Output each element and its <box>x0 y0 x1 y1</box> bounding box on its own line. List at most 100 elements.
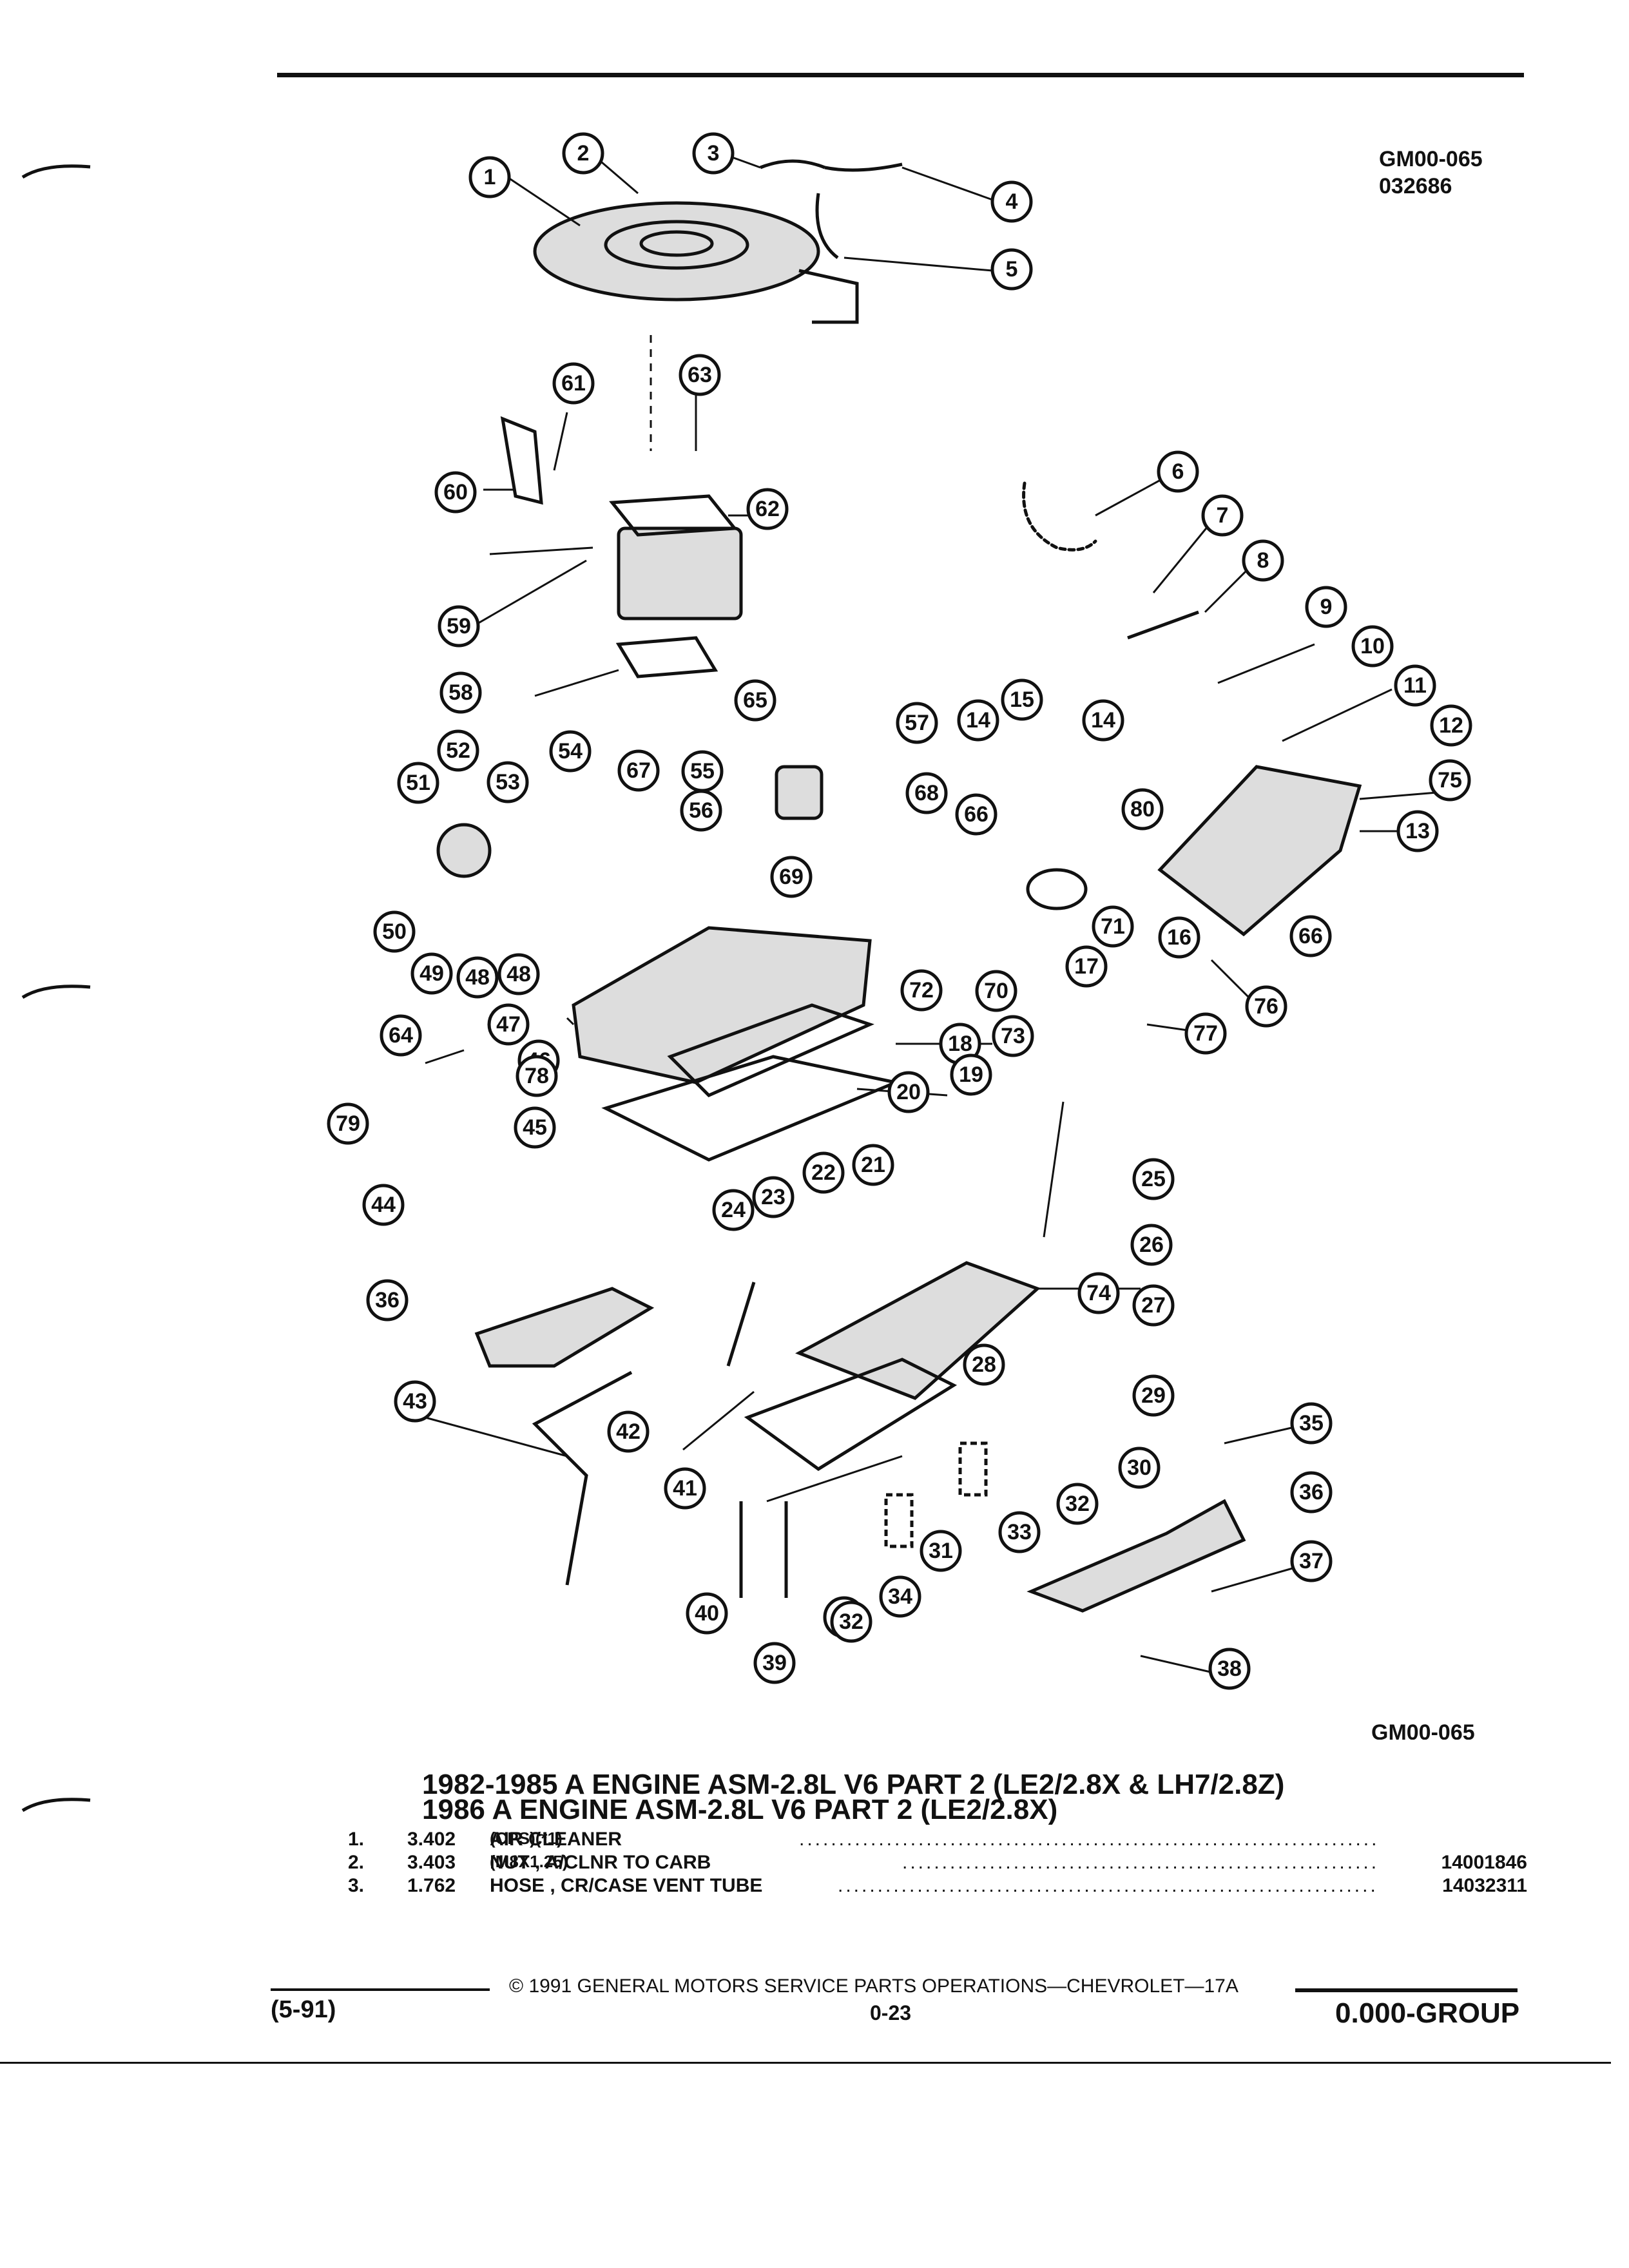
parts-list-row: 1. 3.402 AIR CLEANER (CPS)(*1) .........… <box>348 1829 1379 1850</box>
callout-77: 77 <box>1184 1012 1227 1055</box>
callout-66: 66 <box>955 793 998 836</box>
callout-6: 6 <box>1157 450 1199 493</box>
callout-number: 6 <box>1172 459 1184 484</box>
callout-number: 17 <box>1074 954 1099 979</box>
callout-number: 42 <box>616 1419 641 1444</box>
callout-number: 68 <box>914 781 939 805</box>
callout-67: 67 <box>617 749 660 792</box>
callout-number: 58 <box>448 680 473 705</box>
callout-number: 29 <box>1141 1383 1166 1408</box>
page-number: 0-23 <box>870 2001 912 2024</box>
callout-number: 13 <box>1405 819 1430 843</box>
callout-number: 62 <box>755 497 780 521</box>
callout-number: 69 <box>779 865 804 889</box>
callout-number: 7 <box>1217 503 1229 528</box>
part-ref-code: 3.402 <box>407 1829 456 1850</box>
parts-list: 1. 3.402 AIR CLEANER (CPS)(*1) .........… <box>348 1829 1527 1898</box>
callout-18: 18 <box>939 1023 981 1065</box>
callout-number: 80 <box>1130 797 1155 822</box>
callout-38: 38 <box>1208 1648 1251 1690</box>
callout-number: 51 <box>406 771 430 795</box>
callout-61: 61 <box>552 362 595 405</box>
callout-30: 30 <box>1118 1446 1161 1489</box>
callout-25: 25 <box>1132 1158 1175 1200</box>
callout-32: 32 <box>830 1600 872 1643</box>
callout-number: 25 <box>1141 1167 1166 1191</box>
callout-number: 15 <box>1010 687 1034 712</box>
callout-22: 22 <box>802 1151 845 1194</box>
callout-number: 64 <box>389 1023 413 1048</box>
callout-number: 48 <box>506 962 531 986</box>
footer-rule-right <box>1295 1988 1518 1992</box>
callout-number: 50 <box>382 919 407 944</box>
callout-number: 9 <box>1320 595 1333 619</box>
callout-number: 53 <box>496 770 520 794</box>
callout-number: 34 <box>888 1584 912 1609</box>
callout-48: 48 <box>497 953 540 995</box>
callout-number: 44 <box>371 1193 396 1217</box>
part-index: 1. <box>348 1829 365 1850</box>
callout-number: 22 <box>811 1160 836 1185</box>
margin-mark-2 <box>21 985 91 999</box>
callout-66: 66 <box>1289 915 1332 957</box>
callout-number: 72 <box>909 978 934 1003</box>
part-drawings <box>425 153 1438 1677</box>
leader-dots: ........................................… <box>902 1852 1379 1873</box>
callout-13: 13 <box>1396 810 1439 852</box>
bottom-rule <box>0 2062 1611 2064</box>
callout-42: 42 <box>607 1410 650 1453</box>
callout-number: 36 <box>1299 1480 1324 1504</box>
callout-24: 24 <box>712 1189 755 1231</box>
callout-71: 71 <box>1092 905 1134 948</box>
catalog-title-line-1: 1982-1985 A ENGINE ASM-2.8L V6 PART 2 (L… <box>422 1769 1285 1800</box>
callout-number: 21 <box>861 1153 885 1177</box>
callout-21: 21 <box>852 1144 894 1186</box>
part-index: 3. <box>348 1875 365 1896</box>
callout-8: 8 <box>1242 539 1284 582</box>
callout-number: 75 <box>1438 768 1462 793</box>
callout-number: 20 <box>896 1080 921 1104</box>
callout-14: 14 <box>1082 699 1124 742</box>
callout-number: 37 <box>1299 1549 1324 1573</box>
callout-54: 54 <box>549 730 592 773</box>
callout-number: 45 <box>523 1115 547 1140</box>
callout-number: 79 <box>336 1111 360 1136</box>
callout-number: 5 <box>1006 257 1018 282</box>
callout-number: 39 <box>762 1651 787 1675</box>
callout-15: 15 <box>1001 678 1043 721</box>
callout-52: 52 <box>437 729 479 772</box>
callout-number: 31 <box>929 1539 953 1563</box>
callout-number: 38 <box>1217 1657 1242 1681</box>
callout-7: 7 <box>1201 494 1244 537</box>
revision-date: (5-91) <box>271 1996 336 2023</box>
callout-number: 55 <box>690 759 715 783</box>
callout-number: 27 <box>1141 1293 1166 1318</box>
callout-number: 48 <box>465 965 490 990</box>
callout-1: 1 <box>468 156 511 198</box>
callout-29: 29 <box>1132 1374 1175 1417</box>
callout-number: 35 <box>1299 1411 1324 1436</box>
callout-17: 17 <box>1065 945 1108 988</box>
callout-number: 52 <box>446 738 470 763</box>
callout-number: 47 <box>496 1012 521 1037</box>
callout-27: 27 <box>1132 1284 1175 1327</box>
callout-number: 54 <box>558 739 583 764</box>
callout-64: 64 <box>380 1014 422 1057</box>
callout-number: 59 <box>447 614 471 639</box>
callout-49: 49 <box>410 952 453 995</box>
callout-28: 28 <box>963 1343 1005 1386</box>
margin-mark-3 <box>21 1798 91 1812</box>
callout-number: 74 <box>1086 1281 1111 1305</box>
callout-51: 51 <box>397 762 439 804</box>
callout-14: 14 <box>957 699 999 742</box>
callout-32: 32 <box>1056 1483 1099 1525</box>
copyright-line: © 1991 GENERAL MOTORS SERVICE PARTS OPER… <box>509 1975 1239 1997</box>
callout-53: 53 <box>487 761 529 803</box>
callout-41: 41 <box>664 1467 706 1510</box>
callout-number: 41 <box>673 1476 697 1501</box>
callout-31: 31 <box>920 1530 962 1572</box>
callout-68: 68 <box>905 772 948 814</box>
callout-number: 11 <box>1403 673 1427 698</box>
callout-48: 48 <box>456 956 499 999</box>
callout-number: 43 <box>403 1389 427 1414</box>
